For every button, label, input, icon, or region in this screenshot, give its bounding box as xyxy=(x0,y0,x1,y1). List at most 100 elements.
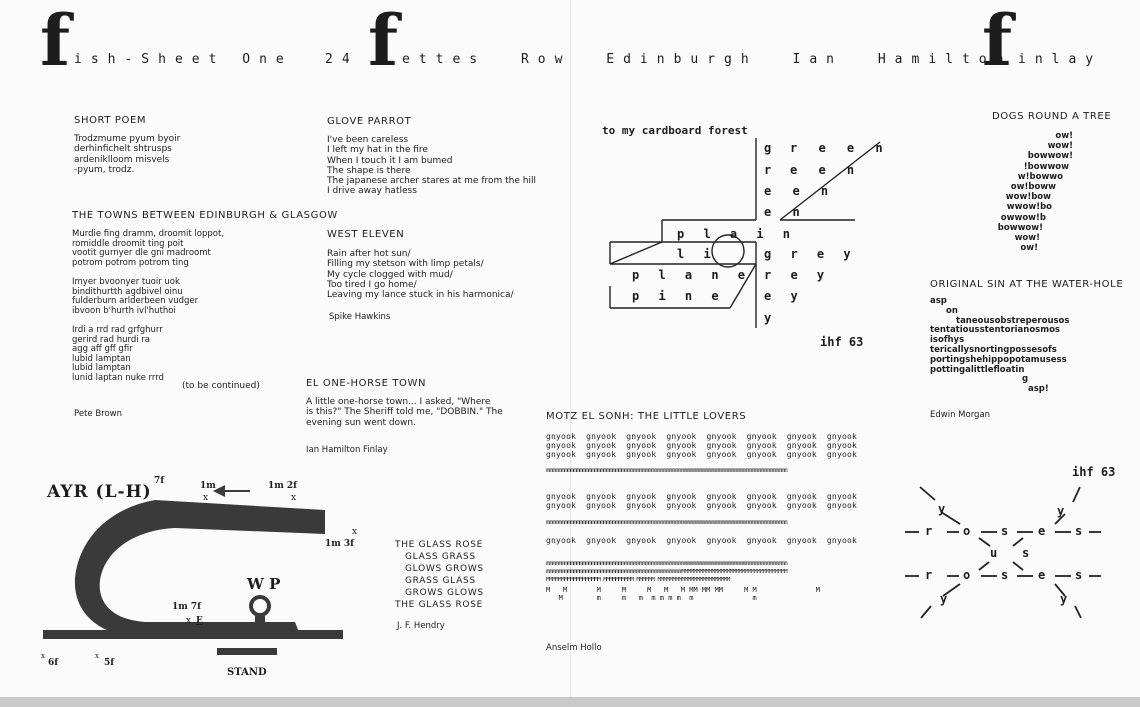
towns-author: Pete Brown xyxy=(74,409,122,419)
dogs-line: bowwow! xyxy=(997,222,1043,233)
towns-continued: (to be continued) xyxy=(182,381,260,391)
cardboard-rey: r e y xyxy=(764,268,825,282)
gnyook-row: gnyook gnyook gnyook gnyook gnyook gnyoo… xyxy=(546,450,858,459)
dogs-line: owwow!b xyxy=(1000,212,1046,223)
glass-rose-line: GRASS GLASS xyxy=(405,576,476,586)
ayr-5f-label: 5f xyxy=(104,658,115,668)
cardboard-title: to my cardboard forest xyxy=(602,124,748,137)
rose-e-bottom: e xyxy=(1038,568,1046,582)
cardboard-een: e e n xyxy=(764,184,829,198)
rose-o-bottom: o xyxy=(963,568,971,582)
rose-s-top: s xyxy=(1001,524,1009,538)
short-poem-title: SHORT POEM xyxy=(74,115,147,126)
ayr-1m3f-x: x xyxy=(352,527,358,537)
glove-parrot-title: GLOVE PARROT xyxy=(327,116,412,127)
ayr-1m-label: 1m xyxy=(200,481,216,491)
mm-row: MMMMMMMMMMMMMMMMMM MMMMMMMMMM MMMMMM MMM… xyxy=(546,577,730,583)
wp-ring xyxy=(249,595,271,617)
sin-line: asp xyxy=(930,296,947,306)
direction-arrow xyxy=(213,485,250,497)
cardboard-pine: p i n e xyxy=(632,289,719,303)
gnyook-row: gnyook gnyook gnyook gnyook gnyook gnyoo… xyxy=(546,501,858,510)
glass-rose-line: GROWS GLOWS xyxy=(405,588,484,598)
dogs-line: ow! xyxy=(1055,131,1073,141)
ayr-1m7f-label: 1m 7f xyxy=(172,602,202,612)
dogs-title: DOGS ROUND A TREE xyxy=(992,111,1112,122)
glass-rose-author: J. F. Hendry xyxy=(397,621,445,631)
ayr-7f-top: 7f xyxy=(154,476,165,486)
sin-line: pottingalittlefloatin xyxy=(930,364,1025,375)
mm-sparse-row: M M M M M M M MM MM MM M M M xyxy=(546,586,820,594)
rose-r-bottom: r xyxy=(925,568,933,582)
west-eleven-author: Spike Hawkins xyxy=(329,312,391,322)
gnyook-row: gnyook gnyook gnyook gnyook gnyook gnyoo… xyxy=(546,441,858,450)
glass-rose-line: THE GLASS ROSE xyxy=(395,540,483,550)
rose-diagram xyxy=(905,486,1101,619)
header-fish-sheet: ish-Sheet One xyxy=(74,52,293,67)
sin-line: asp! xyxy=(1028,384,1049,395)
motz-poem: gnyook gnyook gnyook gnyook gnyook gnyoo… xyxy=(546,432,876,602)
header-f-1: f xyxy=(40,0,71,82)
ayr-1m-x: x xyxy=(203,493,209,503)
original-sin-author: Edwin Morgan xyxy=(930,410,991,420)
glove-parrot-body: I've been careless I left my hat in the … xyxy=(327,135,536,197)
ayr-racecourse-map xyxy=(43,485,343,655)
header-f-2: f xyxy=(368,0,399,82)
sin-line: g xyxy=(1022,374,1029,385)
sin-line: tentatiousstentorianosmos xyxy=(930,325,1060,336)
header-finlay: inlay xyxy=(1018,52,1103,67)
sin-line: portingshehippopotamusess xyxy=(930,354,1067,365)
rose-e-top: e xyxy=(1038,524,1046,538)
rose-s2-top: s xyxy=(1075,524,1083,538)
motz-author: Anselm Hollo xyxy=(546,643,602,653)
rose-y-tl: y xyxy=(938,502,946,516)
cardboard-en: e n xyxy=(764,205,800,219)
dogs-line: w!bowwo xyxy=(1017,171,1063,182)
short-poem-body: Trodzmume pyum byoir derhinfichelt shtru… xyxy=(74,134,181,175)
rose-signature: ihf 63 xyxy=(1072,465,1116,479)
sin-line: isofhys xyxy=(930,335,965,346)
sin-line: on xyxy=(946,305,958,316)
cardboard-li: l i xyxy=(677,247,711,261)
towns-body: Murdie fing dramm, droomit loppot, romid… xyxy=(72,229,225,383)
bottom-strip xyxy=(0,697,1140,707)
one-horse-title: EL ONE-HORSE TOWN xyxy=(306,378,427,389)
motz-title: MOTZ EL SONH: THE LITTLE LOVERS xyxy=(546,411,747,422)
cardboard-ey: e y xyxy=(764,289,798,303)
dogs-line: wow! xyxy=(1014,233,1040,244)
one-horse-body: A little one-horse town... I asked, "Whe… xyxy=(306,397,503,428)
glass-rose-line: GLASS GRASS xyxy=(405,552,476,562)
rose-s-bottom: s xyxy=(1001,568,1009,582)
cardboard-g: g xyxy=(764,141,772,155)
ayr-stand-label: STAND xyxy=(227,667,267,678)
header-number: 24 xyxy=(325,52,359,67)
gnyook-row: gnyook gnyook gnyook gnyook gnyook gnyoo… xyxy=(546,432,858,441)
west-eleven-title: WEST ELEVEN xyxy=(327,229,405,240)
towns-title: THE TOWNS BETWEEN EDINBURGH & GLASGOW xyxy=(72,210,338,221)
dogs-line: ow!boww xyxy=(1010,182,1056,193)
rose-s-mid: s xyxy=(1022,546,1030,560)
rose-y-br: y xyxy=(1060,592,1068,606)
sin-line: taneousobstreperousos xyxy=(956,315,1070,326)
cardboard-lines xyxy=(609,138,881,328)
dogs-line: wwow!bo xyxy=(1006,202,1052,213)
dogs-line: wow!bow xyxy=(1005,192,1051,203)
cardboard-een2: e e n xyxy=(790,163,855,177)
rose-o-top: o xyxy=(963,524,971,538)
stand-bar xyxy=(217,648,277,655)
cardboard-reen: r e e n xyxy=(790,141,883,155)
page-fold xyxy=(570,0,571,707)
rose-y-bl: y xyxy=(940,592,948,606)
ayr-1m3f-label: 1m 3f xyxy=(325,539,355,549)
mm-row: mmmmmmmmmmmmmmmmmmmmmmmmmmmmmmmmmmmmmmmm… xyxy=(546,569,788,575)
dogs-line: bowwow! xyxy=(1027,151,1073,162)
dogs-poem: ow! wow! bowwow! !bowwow w!bowwo ow!boww… xyxy=(980,131,1073,253)
dogs-line: wow! xyxy=(1047,141,1073,152)
glass-rose-line: THE GLASS ROSE xyxy=(395,600,483,610)
rose-r-top: r xyxy=(925,524,933,538)
original-sin-title: ORIGINAL SIN AT THE WATER-HOLE xyxy=(930,279,1124,290)
glass-rose-line: GLOWS GROWS xyxy=(405,564,484,574)
mm-row: mmmmmmmmmmmmmmmmmmmmmmmmmmmmmmmmmmmmmmmm… xyxy=(546,520,788,526)
west-eleven-body: Rain after hot sun/ Filling my stetson w… xyxy=(327,249,514,301)
mm-row: mmmmmmmmmmmmmmmmmmmmmmmmmmmmmmmmmmmmmmmm… xyxy=(546,561,788,567)
